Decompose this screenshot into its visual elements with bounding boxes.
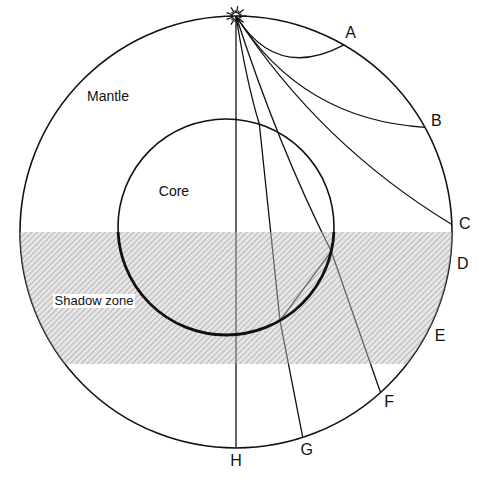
station-letter: G xyxy=(299,441,315,459)
region-label: Mantle xyxy=(85,88,131,104)
shadow-hatch-lines xyxy=(20,232,452,364)
region-label: Shadow zone xyxy=(53,294,136,309)
shadow-hatch xyxy=(20,232,452,364)
core-outline-shadow xyxy=(118,232,334,335)
ray-path xyxy=(236,16,303,437)
focus-burst xyxy=(231,7,235,13)
station-letter: D xyxy=(455,255,471,273)
focus-burst xyxy=(231,19,235,25)
station-letter: E xyxy=(433,327,448,345)
focus-burst xyxy=(238,19,240,22)
focus-burst xyxy=(234,10,236,13)
focus-burst xyxy=(239,17,242,18)
station-label-wrap: H xyxy=(228,452,244,470)
ray-path xyxy=(236,16,425,127)
station-label-wrap: A xyxy=(343,24,358,42)
earth-mantle: MantleCoreShadow zone xyxy=(20,16,452,448)
region-label: Core xyxy=(157,183,191,199)
shadow-fill xyxy=(20,232,452,364)
station-letter: B xyxy=(429,112,444,130)
station-label-wrap: G xyxy=(299,441,315,459)
focus-burst xyxy=(238,10,243,15)
focus-burst xyxy=(239,14,242,15)
ray-path xyxy=(236,16,452,224)
shadow-zone: Shadow zone xyxy=(20,232,452,364)
focus-burst xyxy=(237,6,238,13)
station-label-wrap: B xyxy=(429,112,444,130)
focus-burst xyxy=(227,13,234,15)
node-label-wrap: Shadow zone xyxy=(53,291,136,309)
focus-burst xyxy=(238,18,243,23)
station-label-wrap: F xyxy=(382,393,396,411)
station-letter: C xyxy=(457,215,473,233)
station-label-wrap: D xyxy=(455,255,471,273)
station-label-wrap: C xyxy=(457,215,473,233)
earth-outline xyxy=(20,16,452,448)
node-label-wrap: Core xyxy=(157,182,191,200)
focus-burst xyxy=(227,17,234,19)
node-label-wrap: Mantle xyxy=(85,87,131,105)
station-letter: A xyxy=(343,24,358,42)
station-letter: H xyxy=(228,452,244,470)
station-label-wrap: E xyxy=(433,327,448,345)
focus-burst xyxy=(231,18,233,20)
station-letter: F xyxy=(382,393,396,411)
focus-burst xyxy=(237,19,238,26)
